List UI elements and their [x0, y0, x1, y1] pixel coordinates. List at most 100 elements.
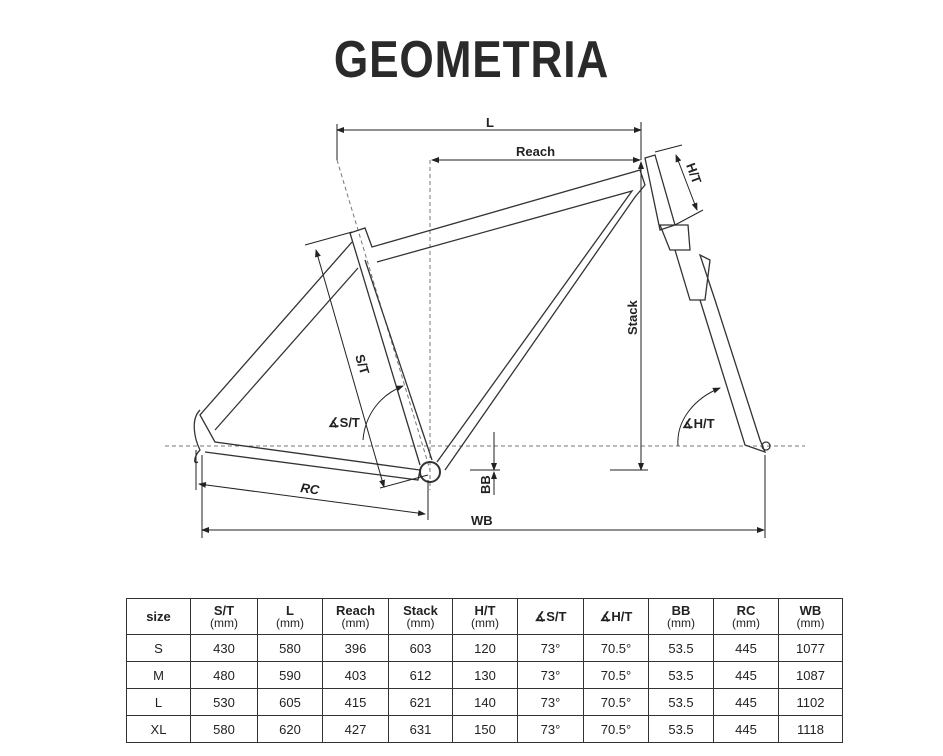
table-cell: 445 — [713, 634, 779, 662]
table-cell: 1118 — [778, 715, 843, 743]
table-cell: 53.5 — [648, 661, 714, 689]
column-header-unit: (mm) — [732, 615, 760, 630]
table-cell: 480 — [190, 661, 258, 689]
column-header-label: S/T — [213, 602, 235, 618]
table-cell: 612 — [388, 661, 453, 689]
label-L: L — [486, 115, 494, 130]
table-cell: 1077 — [778, 634, 843, 662]
column-header: RC(mm) — [713, 598, 779, 635]
column-header: H/T(mm) — [452, 598, 518, 635]
table-cell: 621 — [388, 688, 453, 716]
column-header-label: RC — [736, 602, 756, 618]
table-cell: 150 — [452, 715, 518, 743]
table-cell: 70.5° — [583, 661, 649, 689]
table-cell: 603 — [388, 634, 453, 662]
column-header-label: H/T — [474, 602, 496, 618]
column-header-label: ∡S/T — [534, 609, 567, 624]
table-cell: 631 — [388, 715, 453, 743]
column-header: Stack(mm) — [388, 598, 453, 635]
column-header-label: L — [286, 602, 294, 618]
table-cell: 1102 — [778, 688, 843, 716]
table-cell: 130 — [452, 661, 518, 689]
dim-ht — [675, 154, 698, 211]
column-header: L(mm) — [257, 598, 323, 635]
table-cell: 73° — [517, 715, 584, 743]
column-header-unit: (mm) — [667, 615, 695, 630]
table-cell: 620 — [257, 715, 323, 743]
column-header-label: BB — [671, 602, 691, 618]
size-cell: XL — [126, 715, 191, 743]
table-cell: 605 — [257, 688, 323, 716]
table-cell: 430 — [190, 634, 258, 662]
column-header: BB(mm) — [648, 598, 714, 635]
table-cell: 73° — [517, 661, 584, 689]
label-ht-angle: ∡H/T — [682, 416, 715, 431]
table-cell: 140 — [452, 688, 518, 716]
table-cell: 53.5 — [648, 688, 714, 716]
table-cell: 590 — [257, 661, 323, 689]
column-header: size — [126, 598, 191, 635]
reference-lines — [165, 159, 805, 490]
size-cell: L — [126, 688, 191, 716]
table-cell: 403 — [322, 661, 389, 689]
table-cell: 73° — [517, 634, 584, 662]
label-stack: Stack — [625, 300, 640, 335]
size-cell: S — [126, 634, 191, 662]
table-cell: 73° — [517, 688, 584, 716]
geometry-diagram: L Reach H/T Stack S/T ∡S/T ∡H/T BB RC WB — [165, 115, 805, 538]
table-cell: 580 — [257, 634, 323, 662]
table-cell: 396 — [322, 634, 389, 662]
column-header: S/T(mm) — [190, 598, 258, 635]
table-cell: 427 — [322, 715, 389, 743]
column-header: WB(mm) — [778, 598, 843, 635]
table-cell: 445 — [713, 715, 779, 743]
table-cell: 70.5° — [583, 688, 649, 716]
dim-st — [315, 249, 385, 488]
table-cell: 70.5° — [583, 634, 649, 662]
label-rc: RC — [300, 480, 321, 498]
table-cell: 53.5 — [648, 715, 714, 743]
column-header-label: WB — [799, 602, 822, 618]
column-header: ∡H/T — [583, 598, 649, 635]
column-header-unit: (mm) — [210, 615, 238, 630]
column-header-unit: (mm) — [341, 615, 370, 630]
table-cell: 445 — [713, 688, 779, 716]
column-header-label: Reach — [335, 602, 376, 618]
bottom-bracket — [419, 461, 441, 483]
column-header-label: Stack — [403, 602, 438, 618]
label-reach: Reach — [516, 144, 555, 159]
table-cell: 1087 — [778, 661, 843, 689]
column-header-unit: (mm) — [406, 615, 435, 630]
column-header-unit: (mm) — [796, 615, 825, 630]
table-cell: 120 — [452, 634, 518, 662]
label-st-angle: ∡S/T — [328, 415, 360, 430]
table-cell: 53.5 — [648, 634, 714, 662]
column-header-label: size — [146, 609, 171, 624]
column-header: Reach(mm) — [322, 598, 389, 635]
ht-angle-arc — [677, 387, 721, 447]
column-header-unit: (mm) — [471, 615, 499, 630]
table-cell: 70.5° — [583, 715, 649, 743]
dim-rc — [198, 481, 426, 517]
label-bb: BB — [478, 475, 493, 494]
column-header: ∡S/T — [517, 598, 584, 635]
size-cell: M — [126, 661, 191, 689]
table-cell: 415 — [322, 688, 389, 716]
table-cell: 445 — [713, 661, 779, 689]
table-cell: 530 — [190, 688, 258, 716]
page-title: GEOMETRIA — [333, 31, 610, 89]
label-wb: WB — [471, 513, 493, 528]
table-cell: 580 — [190, 715, 258, 743]
label-ht: H/T — [683, 161, 704, 186]
column-header-label: ∡H/T — [599, 609, 633, 624]
column-header-unit: (mm) — [276, 615, 304, 630]
label-st: S/T — [352, 352, 372, 376]
front-axle — [761, 441, 771, 451]
st-angle-arc — [362, 385, 404, 441]
